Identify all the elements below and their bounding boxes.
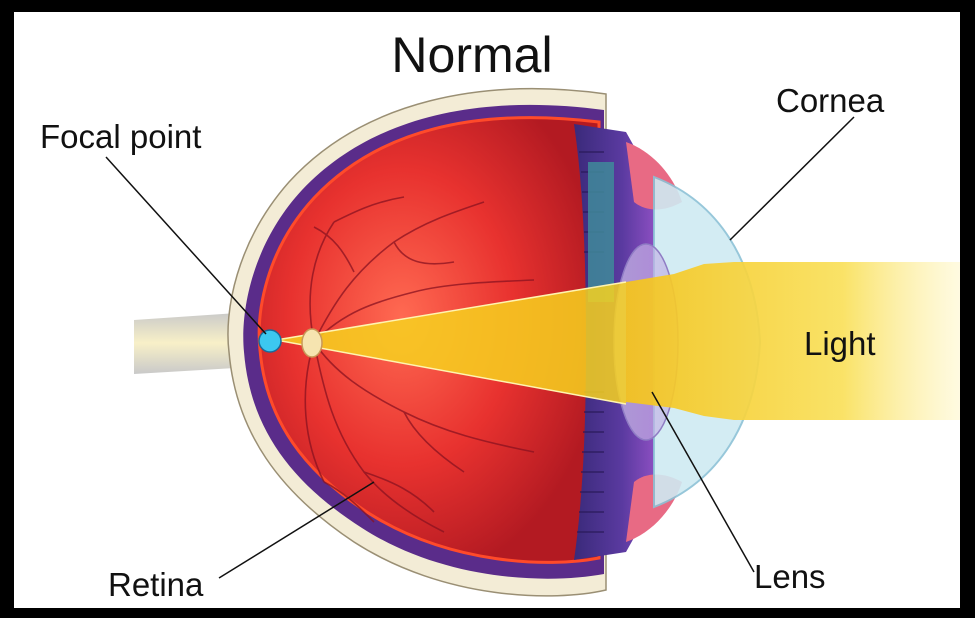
label-cornea: Cornea xyxy=(776,82,885,119)
label-lens: Lens xyxy=(754,558,826,595)
label-light: Light xyxy=(804,325,876,362)
focal-point-marker xyxy=(259,330,281,352)
diagram-frame: Normal Focal point Cornea Light Retina L… xyxy=(14,12,960,608)
label-focal-point: Focal point xyxy=(40,118,201,155)
title: Normal xyxy=(391,27,552,83)
eye-diagram: Normal Focal point Cornea Light Retina L… xyxy=(14,12,960,608)
label-retina: Retina xyxy=(108,566,204,603)
light-beam-incoming xyxy=(626,262,960,420)
optic-disc xyxy=(302,329,322,357)
ciliary-muscle-upper xyxy=(588,162,614,302)
